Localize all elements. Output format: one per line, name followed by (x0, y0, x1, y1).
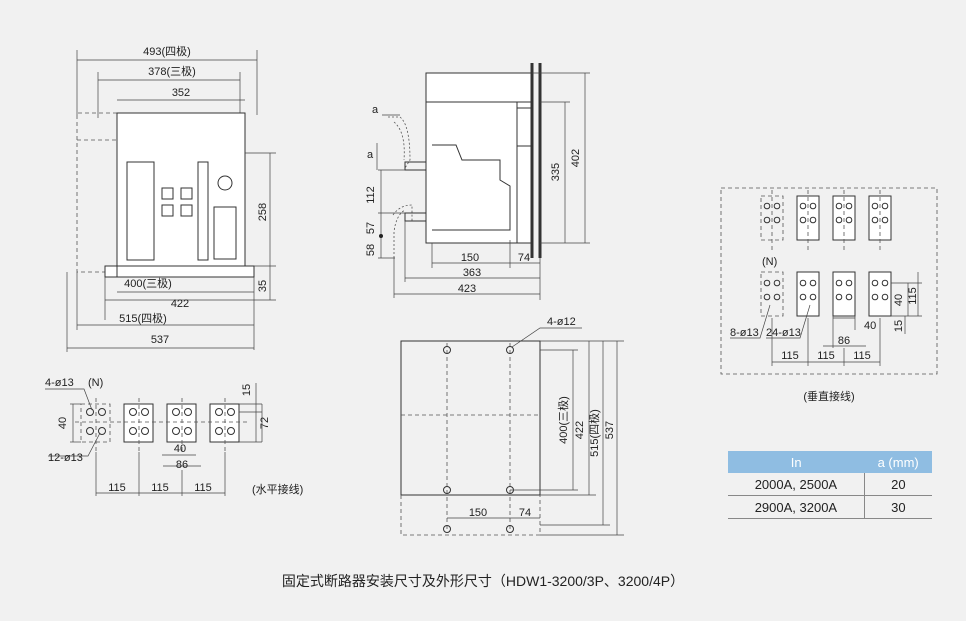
dim-515b: 515(四极) (587, 409, 601, 457)
table-row: 2900A, 3200A 30 (728, 495, 932, 519)
dim-422b: 422 (574, 421, 586, 439)
dim-363: 363 (463, 267, 481, 279)
v-dim-115: 115 (907, 287, 919, 305)
h-holes-12: 12-ø13 (48, 452, 83, 464)
dim-150: 150 (461, 252, 479, 264)
v-holes-8: 8-ø13 (730, 327, 759, 339)
dim-150b: 150 (469, 507, 487, 519)
figure-caption: 固定式断路器安装尺寸及外形尺寸（HDW1-3200/3P、3200/4P） (281, 573, 685, 589)
dim-537b: 537 (604, 421, 616, 439)
dim-537: 537 (151, 334, 169, 346)
table-cell: 2900A, 3200A (728, 495, 865, 519)
h-dim-15: 15 (241, 384, 253, 396)
v-dim-40b: 40 (864, 320, 876, 332)
h-dim-40: 40 (57, 417, 69, 429)
h-dim-86: 86 (176, 459, 188, 471)
horizontal-terminals: 40 15 72 4-ø13 (N) 12-ø13 40 86 115 115 … (45, 377, 303, 496)
dim-74b: 74 (519, 507, 531, 519)
table-cell: 30 (864, 495, 932, 519)
label-a2: a (367, 149, 374, 161)
h-dim-115b: 115 (151, 482, 169, 494)
h-dim-115a: 115 (108, 482, 126, 494)
dim-74: 74 (518, 252, 530, 264)
v-dim-115b: 115 (817, 350, 835, 362)
v-dim-40: 40 (893, 294, 905, 306)
table-header-in: In (728, 451, 865, 473)
v-dim-15: 15 (893, 320, 905, 332)
table-cell: 2000A, 2500A (728, 473, 865, 496)
v-dim-115c: 115 (853, 350, 871, 362)
h-dim-72: 72 (259, 417, 271, 429)
base-view: 4-ø12 400(三极) 422 515(四极) 537 150 74 (400, 316, 624, 536)
rating-table: In a (mm) 2000A, 2500A 20 2900A, 3200A 3… (728, 451, 932, 519)
table-row: 2000A, 2500A 20 (728, 473, 932, 496)
h-caption: (水平接线) (252, 482, 303, 496)
vertical-terminals: (N) 40 115 15 40 86 8-ø13 24-ø13 115 115… (720, 187, 938, 403)
dim-35: 35 (257, 280, 269, 292)
v-caption: (垂直接线) (803, 389, 854, 403)
dim-335: 335 (550, 163, 562, 181)
dim-402: 402 (570, 149, 582, 167)
v-holes-24: 24-ø13 (766, 327, 801, 339)
holes-4-d12: 4-ø12 (547, 316, 576, 328)
table-header-a: a (mm) (864, 451, 932, 473)
front-view: 493(四极) 378(三极) 352 258 35 (66, 44, 276, 352)
v-neutral: (N) (762, 256, 777, 268)
v-dim-86: 86 (838, 335, 850, 347)
dim-400b: 400(三极) (556, 396, 570, 444)
dim-423: 423 (458, 283, 476, 295)
dim-352: 352 (172, 87, 190, 99)
table-cell: 20 (864, 473, 932, 496)
h-holes-4: 4-ø13 (45, 377, 74, 389)
dim-400: 400(三极) (124, 276, 172, 290)
dim-58: 58 (365, 244, 377, 256)
dim-378: 378(三极) (148, 64, 196, 78)
h-neutral: (N) (88, 377, 103, 389)
h-dim-115c: 115 (194, 482, 212, 494)
dim-57: 57 (365, 222, 377, 234)
side-view: a a 112 57 58 335 402 150 74 363 423 (365, 63, 590, 300)
dim-515: 515(四极) (119, 311, 167, 325)
dim-258: 258 (257, 203, 269, 221)
h-dim-40b: 40 (174, 443, 186, 455)
dim-112: 112 (365, 186, 377, 204)
dim-493: 493(四极) (143, 44, 191, 58)
v-dim-115a: 115 (781, 350, 799, 362)
dim-422: 422 (171, 298, 189, 310)
label-a1: a (372, 104, 379, 116)
